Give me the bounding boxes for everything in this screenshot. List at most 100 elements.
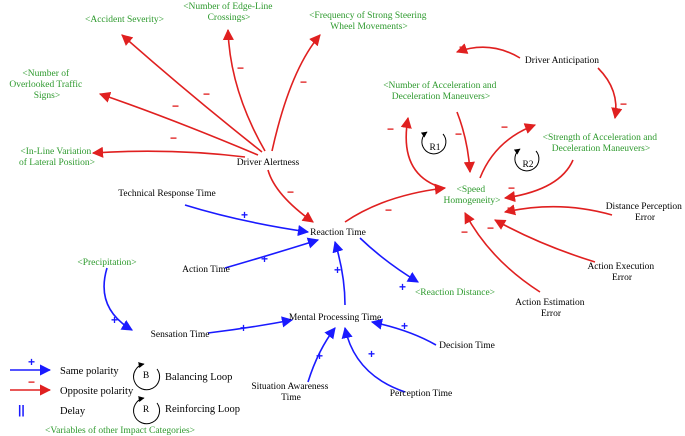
sign-minus: − (203, 87, 210, 101)
var-technical-response-time: Technical Response Time (118, 189, 216, 199)
link-perception-time-to-mental-processing (341, 326, 406, 393)
var-precipitation: <Precipitation> (77, 258, 136, 268)
var-edge-line-crossings-line1: <Number of Edge-Line (183, 1, 272, 12)
link-alertness-to-steering-wheel (271, 34, 321, 152)
legend-balancing-loop-label: Balancing Loop (165, 372, 232, 383)
var-situation-line2: Time (281, 393, 301, 403)
sign-plus: + (240, 321, 247, 335)
link-decision-time-to-mental-processing (370, 318, 437, 346)
var-overlooked-signs: <Number of Overlooked Traffic Signs> (9, 68, 84, 101)
var-action-execution-error: Action Execution Error (587, 262, 656, 283)
link-alertness-to-overlooked-signs (98, 91, 259, 156)
loop-r2-indicator: R2 (513, 148, 540, 172)
var-sensation-time: Sensation Time (151, 330, 210, 340)
var-acc-dec-maneuvers: <Number of Acceleration and Deceleration… (383, 80, 499, 102)
var-steering-line2: Wheel Movements> (330, 22, 407, 32)
sign-plus: + (368, 347, 375, 361)
link-mental-processing-to-reaction-time (332, 240, 346, 306)
var-acc-dec-line2: Deceleration Maneuvers> (392, 92, 490, 102)
var-speed-line1: <Speed (457, 185, 486, 195)
var-speed-homogeneity: <Speed Homogeneity> (443, 185, 500, 206)
var-overlooked-line1: <Number of (22, 68, 70, 79)
link-situation-awareness-to-mental-processing (307, 327, 336, 383)
sign-plus: + (241, 208, 248, 222)
var-action-estimation-error: Action Estimation Error (515, 298, 587, 319)
loop-r1-indicator: R1 (420, 131, 447, 155)
sign-minus: − (172, 99, 179, 113)
legend-same-polarity: + Same polarity (10, 355, 119, 377)
legend: + Same polarity − Opposite polarity || D… (10, 355, 240, 436)
var-overlooked-line3: Signs> (34, 91, 60, 101)
loop-r2-label: R2 (522, 160, 533, 170)
sign-plus: + (111, 313, 118, 327)
sign-minus: − (459, 40, 466, 54)
var-lateral-line2: of Lateral Position> (19, 157, 95, 168)
var-strength-line2: Deceleration Maneuvers> (552, 144, 650, 154)
var-driver-anticipation: Driver Anticipation (525, 56, 599, 66)
sign-minus: − (387, 122, 394, 136)
var-distance-line2: Error (635, 213, 656, 223)
legend-delay: || Delay (18, 403, 86, 417)
var-driver-alertness: Driver Alertness (237, 158, 300, 168)
link-alertness-to-reaction-time (267, 169, 314, 223)
reinforcing-loop-icon (133, 396, 161, 425)
link-action-time-to-reaction-time (224, 237, 320, 269)
legend-delay-label: Delay (60, 406, 86, 417)
link-technical-response-to-reaction-time (184, 204, 310, 237)
sign-minus: − (508, 181, 515, 195)
link-reaction-time-to-reaction-distance (359, 237, 419, 283)
link-speed-to-acc-dec-maneuvers (400, 116, 444, 189)
link-alertness-to-accident-severity (121, 34, 263, 153)
var-mental-processing-time: Mental Processing Time (289, 313, 381, 323)
var-execution-line2: Error (612, 273, 633, 283)
var-estimation-line2: Error (541, 309, 562, 319)
sign-plus: + (401, 319, 408, 333)
legend-minus-sign: − (28, 375, 35, 389)
var-action-time: Action Time (182, 265, 230, 275)
sign-plus: + (334, 263, 341, 277)
link-reaction-time-to-speed-homogeneity (344, 183, 447, 223)
reinforcing-loop-symbol: R (143, 405, 150, 415)
var-estimation-line1: Action Estimation (515, 298, 585, 308)
var-lateral-line1: <In-Line Variation (20, 147, 91, 157)
var-distance-line1: Distance Perception (606, 202, 682, 212)
legend-other-categories-label: <Variables of other Impact Categories> (45, 425, 195, 436)
var-perception-time: Perception Time (390, 389, 453, 399)
sign-minus: − (300, 75, 307, 89)
var-speed-line2: Homogeneity> (443, 196, 500, 206)
link-sensation-time-to-mental-processing (207, 316, 294, 334)
sign-plus: + (399, 280, 406, 294)
var-reaction-distance: <Reaction Distance> (415, 288, 495, 298)
var-steering-line1: <Frequency of Strong Steering (309, 10, 427, 21)
legend-balancing-loop: B Balancing Loop (133, 362, 232, 391)
var-situation-line1: Situation Awareness (251, 382, 328, 392)
legend-opposite-polarity: − Opposite polarity (10, 375, 134, 397)
sign-minus: − (237, 61, 244, 75)
var-edge-line-crossings-line2: Crossings> (208, 13, 251, 23)
var-edge-line-crossings: <Number of Edge-Line Crossings> (183, 1, 275, 23)
link-distance-perception-to-speed (503, 204, 613, 216)
var-accident-severity: <Accident Severity> (85, 15, 164, 25)
var-strength-acc-dec: <Strength of Acceleration and Decelerati… (543, 132, 660, 154)
link-alertness-to-edge-line-crossings (222, 28, 266, 152)
link-anticipation-to-acc-dec (455, 43, 521, 59)
var-overlooked-line2: Overlooked Traffic (9, 79, 82, 90)
sign-minus: − (385, 203, 392, 217)
link-anticipation-to-strength (597, 67, 623, 120)
link-strength-to-speed (503, 159, 574, 203)
sign-minus: − (170, 131, 177, 145)
var-steering-wheel-movements: <Frequency of Strong Steering Wheel Move… (309, 10, 429, 32)
legend-same-polarity-label: Same polarity (60, 366, 119, 377)
legend-reinforcing-loop: R Reinforcing Loop (133, 396, 240, 425)
var-acc-dec-line1: <Number of Acceleration and (383, 80, 496, 91)
sign-minus: − (501, 120, 508, 134)
legend-reinforcing-loop-label: Reinforcing Loop (165, 404, 240, 415)
link-action-estimation-to-speed (464, 212, 541, 293)
legend-plus-sign: + (28, 355, 35, 369)
var-reaction-time: Reaction Time (310, 228, 366, 238)
var-decision-time: Decision Time (439, 341, 495, 351)
link-precipitation-to-sensation-time (103, 267, 133, 331)
var-lateral-position: <In-Line Variation of Lateral Position> (19, 147, 95, 168)
